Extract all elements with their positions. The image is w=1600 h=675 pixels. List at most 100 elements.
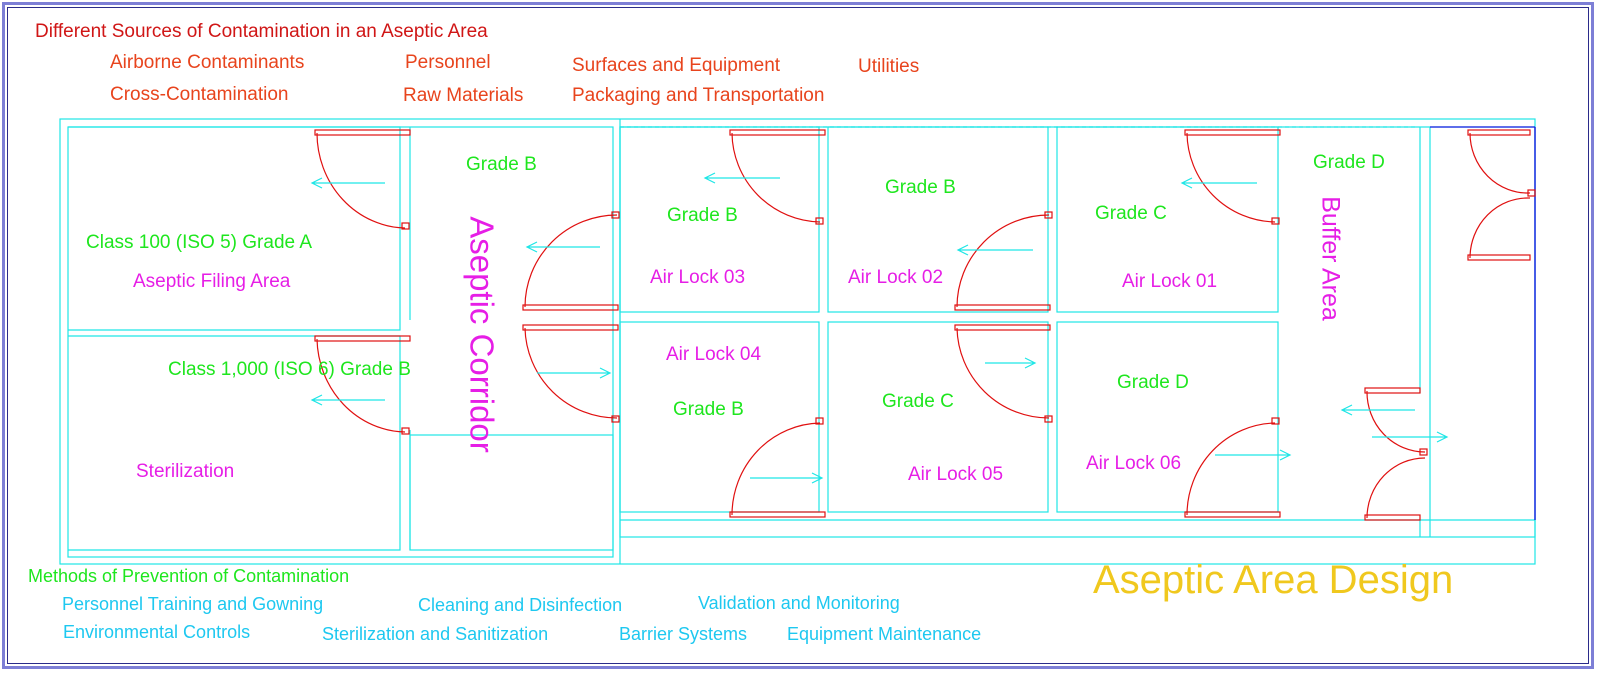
sterilization-class-label: Class 1,000 (ISO 6) Grade B <box>168 359 411 380</box>
airlock-04-grade: Grade B <box>673 399 744 420</box>
door-stop-sterilization <box>401 427 410 435</box>
wall-corridor-bottom <box>409 434 614 551</box>
arrow-corridor-left <box>525 241 600 253</box>
airlock-04-name: Air Lock 04 <box>666 344 762 365</box>
airlock-03-name: Air Lock 03 <box>650 267 746 288</box>
airlock-01-grade: Grade C <box>1095 203 1167 224</box>
door-leaf-airlock-01 <box>1184 129 1281 136</box>
filling-class-label: Class 100 (ISO 5) Grade A <box>86 232 312 253</box>
source-item: Raw Materials <box>403 85 524 106</box>
source-item: Packaging and Transportation <box>572 85 825 106</box>
door-leaf-corridor-04 <box>522 324 619 331</box>
arrow-buffer-right <box>1372 431 1449 443</box>
wall-airlock-03 <box>619 126 820 313</box>
door-stop-airlock-03 <box>815 217 824 225</box>
source-item: Personnel <box>405 52 491 73</box>
walls <box>59 118 1536 565</box>
prevention-method: Cleaning and Disinfection <box>418 595 623 615</box>
door-leaf-sterilization <box>314 335 411 342</box>
arrow-buffer-left <box>1340 404 1415 416</box>
door-leaf-buffer-top <box>1364 387 1421 394</box>
wall-airlock-05 <box>827 321 1049 513</box>
wall-sterilization-room <box>68 335 401 551</box>
airlock-02-name: Air Lock 02 <box>848 267 944 288</box>
door-swing-exit-top <box>1469 132 1531 194</box>
wall-airlock-02 <box>827 126 1049 313</box>
airlock-06-grade: Grade D <box>1117 372 1189 393</box>
sterilization-room-name: Sterilization <box>136 461 235 482</box>
door-swing-airlock-01 <box>1186 132 1276 223</box>
flow-arrows <box>310 172 1449 484</box>
door-swing-buffer-bottom <box>1366 457 1426 519</box>
airlock-05-grade: Grade C <box>882 391 954 412</box>
prevention-method: Sterilization and Sanitization <box>322 624 549 644</box>
wall-airlock-01 <box>1056 126 1279 313</box>
arrow-airlock-06-right <box>1215 449 1292 461</box>
door-leaf-airlock-04 <box>729 511 826 518</box>
door-swing-airlock-04 <box>731 422 821 516</box>
prevention-method: Personnel Training and Gowning <box>62 594 324 614</box>
drawing-inner-border <box>7 7 1589 664</box>
design-title: Aseptic Area Design <box>1093 558 1454 602</box>
door-swing-corridor-03 <box>524 214 618 308</box>
door-swing-corridor-04 <box>524 327 618 419</box>
airlock-05-name: Air Lock 05 <box>908 464 1004 485</box>
door-stop-airlock-04 <box>815 417 824 425</box>
door-swing-airlock-05 <box>956 327 1050 419</box>
corridor-grade: Grade B <box>466 154 537 175</box>
buffer-name: Buffer Area <box>1316 196 1345 321</box>
door-leaf-airlock-02 <box>954 304 1051 311</box>
filling-room-name: Aseptic Filing Area <box>133 271 291 292</box>
door-leaf-filling <box>314 129 411 136</box>
prevention-title: Methods of Prevention of Contamination <box>28 566 350 586</box>
prevention-method: Barrier Systems <box>619 624 748 644</box>
corridor-name: Aseptic Corridor <box>463 216 501 453</box>
arrow-airlock-05-right <box>985 357 1037 369</box>
door-stop-exit-top <box>1527 189 1536 197</box>
airlock-03-grade: Grade B <box>667 205 738 226</box>
wall-filling-room <box>68 126 401 331</box>
source-item: Airborne Contaminants <box>110 52 305 73</box>
door-leaf-airlock-03 <box>729 129 826 136</box>
door-leaf-buffer-bottom <box>1364 514 1421 521</box>
arrow-airlock-03-left <box>703 172 780 184</box>
door-swing-sterilization <box>316 338 406 433</box>
door-leaf-exit-bottom <box>1467 254 1531 261</box>
door-stop-airlock-06 <box>1271 417 1280 425</box>
outer-wall-left <box>59 118 1536 565</box>
inner-wall-left <box>67 126 614 558</box>
buffer-grade: Grade D <box>1313 152 1385 173</box>
door-stop-filling <box>401 222 410 230</box>
arrow-airlock-01-left <box>1180 177 1257 189</box>
door-stop-corridor-04 <box>611 415 620 423</box>
door-swing-airlock-02 <box>956 214 1050 308</box>
door-stop-corridor-03 <box>611 211 620 219</box>
door-stop-airlock-01 <box>1271 217 1280 225</box>
airlock-01-name: Air Lock 01 <box>1122 271 1218 292</box>
arrow-corridor-right <box>537 367 612 379</box>
arrow-airlock-04-right <box>750 472 824 484</box>
door-stop-airlock-02 <box>1044 211 1053 219</box>
airlock-02-grade: Grade B <box>885 177 956 198</box>
arrow-filling-left <box>310 177 385 189</box>
arrow-airlock-02-left <box>956 244 1033 256</box>
source-item: Surfaces and Equipment <box>572 55 781 76</box>
doors <box>314 129 1536 521</box>
door-swing-filling <box>316 132 406 229</box>
door-swing-exit-bottom <box>1469 197 1531 259</box>
airlock-06-name: Air Lock 06 <box>1086 453 1182 474</box>
door-swing-airlock-03 <box>731 132 821 223</box>
prevention-method: Equipment Maintenance <box>787 624 982 644</box>
prevention-method: Validation and Monitoring <box>698 593 900 613</box>
source-item: Utilities <box>858 56 920 77</box>
source-item: Cross-Contamination <box>110 84 289 105</box>
door-stop-buffer-top <box>1419 448 1428 456</box>
arrow-sterilization-left <box>310 394 385 406</box>
door-leaf-corridor-03 <box>522 304 619 311</box>
wall-airlock-block <box>619 126 1536 538</box>
wall-airlock-06 <box>1056 321 1279 513</box>
wall-airlock-04 <box>619 321 820 513</box>
door-leaf-airlock-05 <box>954 324 1051 331</box>
